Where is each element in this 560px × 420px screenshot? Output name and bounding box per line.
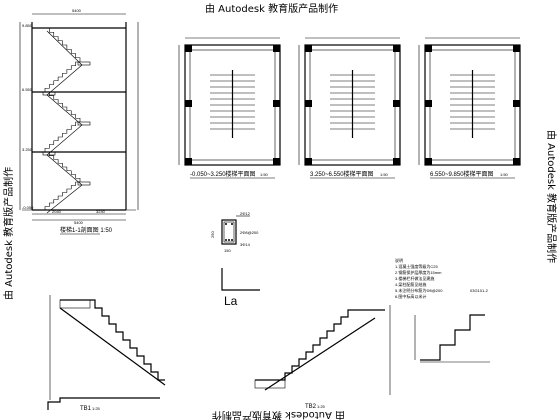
column	[425, 45, 432, 52]
tb1-soffit	[59, 307, 166, 386]
column	[305, 100, 312, 107]
beam-stirrups: 2Φ8@200	[240, 230, 259, 235]
tb2-scale: 1:25	[317, 404, 326, 409]
tb2-label: TB2	[305, 404, 317, 410]
landing	[42, 151, 56, 156]
column	[185, 45, 192, 52]
note-line: 1.混凝土强度等级为C25	[395, 263, 438, 269]
column	[273, 100, 280, 107]
landing	[42, 91, 56, 96]
stair-detail-tb1: TB1 1:25	[47, 295, 166, 412]
column	[513, 158, 520, 165]
column	[513, 45, 520, 52]
watermark-right: 由 Autodesk 教育版产品制作	[545, 130, 558, 263]
landing	[77, 181, 91, 186]
beam-height: 250	[210, 231, 215, 238]
beam-top-bars: 2Φ12	[240, 211, 251, 216]
column	[273, 158, 280, 165]
plan-view: -0.050~3.250楼梯平面图 1:50	[178, 37, 281, 179]
note-line: 2.钢筋保护层厚度为15mm	[395, 269, 442, 275]
level-label: 9.850	[22, 23, 33, 28]
column	[185, 100, 192, 107]
note-line: 说明	[395, 257, 403, 263]
flight-soffit	[46, 184, 83, 214]
section-dim-2: 3240	[96, 209, 106, 214]
level-label: 6.550	[22, 87, 33, 92]
plan-scale: 1:50	[380, 172, 389, 177]
note-ref: 03G101-2	[470, 288, 489, 293]
stair-flight	[45, 151, 81, 182]
column	[393, 45, 400, 52]
stair-flight	[44, 181, 80, 210]
plan-scale: 1:50	[500, 172, 509, 177]
stair-flight	[45, 91, 81, 122]
section-top-dim: 5400	[72, 8, 82, 13]
tb2-steps	[255, 309, 385, 381]
landing	[77, 61, 91, 66]
stair-detail-tb2: TB2 1:25	[254, 305, 391, 410]
general-notes: 说明1.混凝土强度等级为C252.钢筋保护层厚度为15mm3.楼梯栏杆做法见建施…	[395, 257, 489, 299]
stair-section: 5400 9.850 6.550 3.250 -0.050 2040 3240 540…	[19, 8, 139, 235]
tb1-label: TB1	[80, 406, 92, 412]
note-line: 6.图中标高以米计	[395, 293, 426, 299]
beam-detail: 2Φ12 2Φ8@200 3Φ14 250 150 La	[210, 211, 260, 308]
beam-bottom-bars: 3Φ14	[240, 242, 251, 247]
note-line: 5.未注明分布筋为Φ8@200	[395, 287, 443, 293]
watermark-bottom: 由 Autodesk 教育版产品制作	[212, 409, 345, 420]
column	[273, 45, 280, 52]
level-label: 3.250	[22, 147, 33, 152]
landing	[77, 121, 91, 126]
flight-soffit	[46, 154, 83, 186]
column	[393, 100, 400, 107]
flight-soffit	[46, 124, 83, 156]
plan-caption: 3.250~6.550楼梯平面图	[310, 170, 374, 178]
step-detail	[414, 314, 490, 363]
beam-width: 150	[224, 248, 231, 253]
column	[305, 45, 312, 52]
anchorage-label: La	[224, 294, 238, 308]
stair-flight	[44, 121, 80, 152]
tb1-steps	[60, 299, 165, 381]
column	[185, 158, 192, 165]
column	[393, 158, 400, 165]
section-title: 楼梯1-1剖面图 1:50	[60, 226, 113, 234]
column	[513, 100, 520, 107]
tb1-scale: 1:25	[92, 406, 101, 411]
column	[425, 100, 432, 107]
watermark-left: 由 Autodesk 教育版产品制作	[2, 167, 15, 300]
stair-plans: -0.050~3.250楼梯平面图 1:50 3.250~6.550楼梯平面图 1:5…	[178, 37, 521, 179]
plan-caption: -0.050~3.250楼梯平面图	[190, 170, 256, 178]
note-line: 4.梁柱配筋见结施	[395, 281, 426, 287]
plan-scale: 1:50	[260, 172, 269, 177]
note-line: 3.楼梯栏杆做法见建施	[395, 275, 434, 281]
stair-flight	[44, 61, 80, 92]
plan-caption: 6.550~9.850楼梯平面图	[430, 170, 494, 178]
column	[425, 158, 432, 165]
tb2-beam	[254, 379, 286, 389]
plan-view: 3.250~6.550楼梯平面图 1:50	[298, 37, 401, 179]
stair-flight	[45, 27, 81, 62]
level-label: -0.050	[22, 205, 34, 210]
section-dim-1: 2040	[52, 209, 62, 214]
tb2-soffit	[264, 317, 376, 391]
section-dim-total: 5400	[74, 220, 84, 225]
flight-soffit	[46, 64, 83, 96]
flight-soffit	[46, 94, 83, 126]
watermark-top: 由 Autodesk 教育版产品制作	[205, 2, 338, 15]
plan-view: 6.550~9.850楼梯平面图 1:50	[418, 37, 521, 179]
tb1-beam	[59, 299, 91, 309]
flight-soffit	[46, 30, 83, 66]
column	[305, 158, 312, 165]
